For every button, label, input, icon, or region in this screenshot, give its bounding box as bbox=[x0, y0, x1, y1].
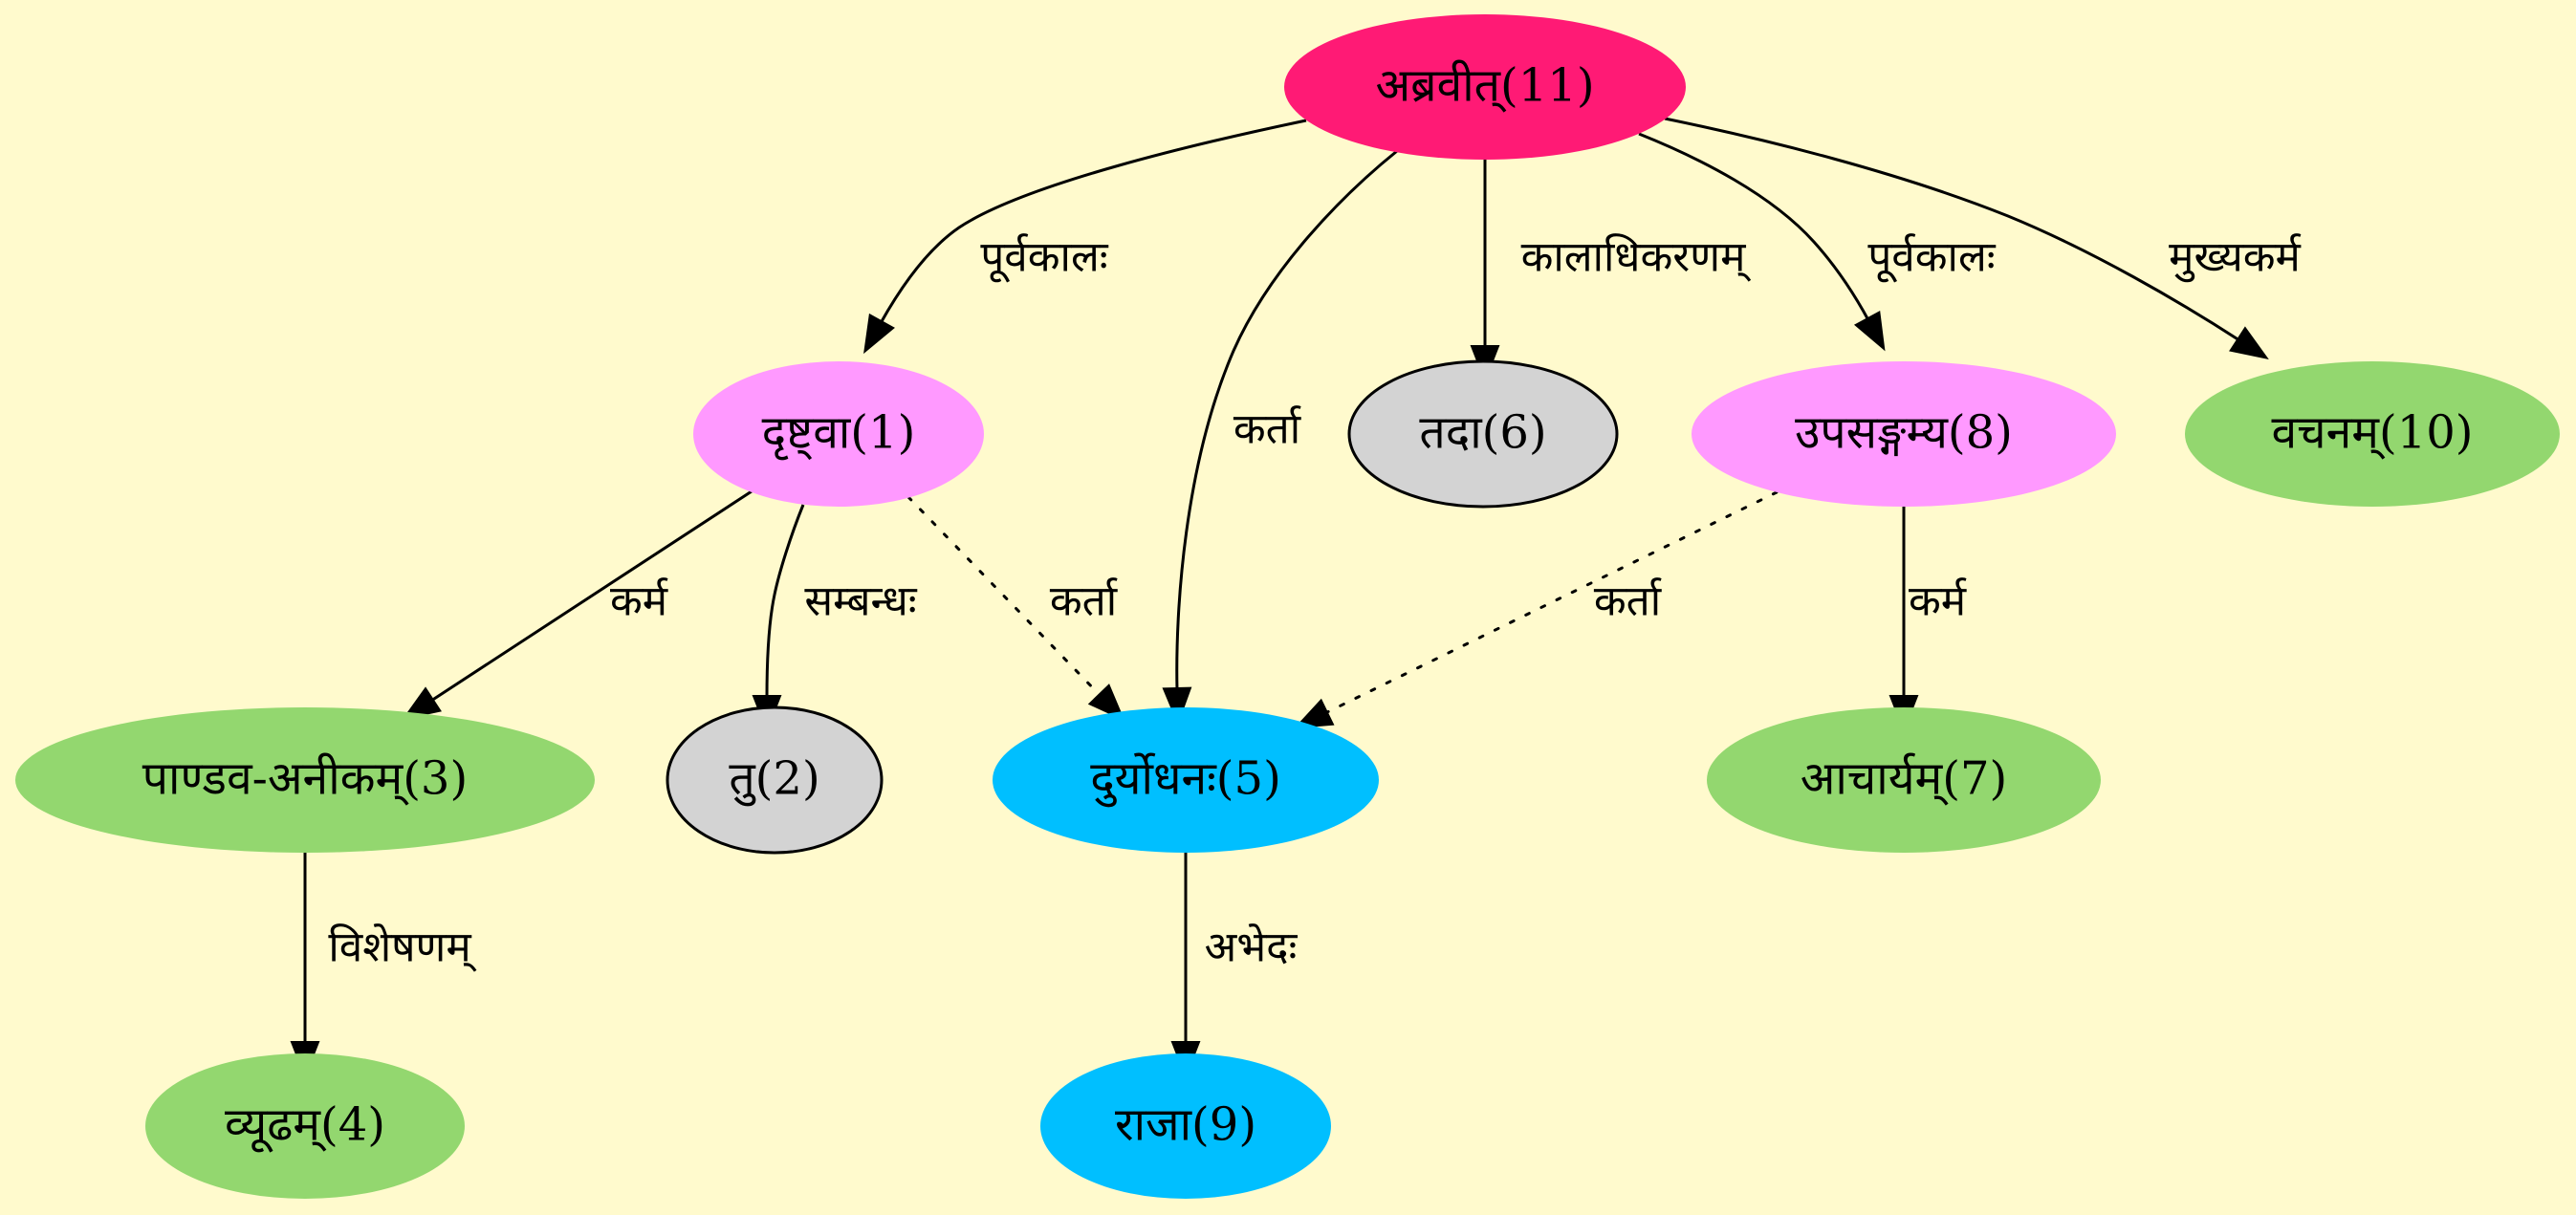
node-label: उपसङ्गम्य(8) bbox=[1795, 406, 2013, 460]
edge-e11-5: कर्ता bbox=[1162, 149, 1398, 726]
node-label: दृष्ट्वा(1) bbox=[762, 406, 916, 461]
node-label: राजा(9) bbox=[1115, 1098, 1256, 1152]
edge-e11-1: पूर्वकालः bbox=[863, 119, 1307, 355]
arrowhead bbox=[2229, 326, 2269, 360]
edge-line bbox=[765, 504, 805, 699]
node-ellipse bbox=[145, 1053, 465, 1199]
edge-label: सम्बन्धः bbox=[804, 577, 917, 626]
edge-line bbox=[879, 119, 1307, 324]
node-ellipse bbox=[1284, 14, 1686, 160]
node-n4: व्यूढम्(4) bbox=[145, 1053, 465, 1199]
node-ellipse bbox=[693, 361, 984, 507]
node-ellipse bbox=[1707, 707, 2101, 853]
edge-label: कालाधिकरणम् bbox=[1521, 233, 1752, 283]
edge-e5-9: अभेदः bbox=[1170, 853, 1299, 1079]
node-n9: राजा(9) bbox=[1040, 1053, 1331, 1199]
nodes-layer: अब्रवीत्(11) दृष्ट्वा(1) तदा(6) उपसङ्गम्य(8… bbox=[15, 14, 2560, 1199]
arrowhead bbox=[1853, 310, 1886, 352]
node-n5: दुर्योधनः(5) bbox=[993, 707, 1379, 853]
node-ellipse bbox=[2185, 361, 2560, 507]
edge-line bbox=[430, 489, 753, 703]
edge-line bbox=[906, 495, 1102, 698]
node-n6: तदा(6) bbox=[1347, 359, 1619, 509]
node-label: दुर्योधनः(5) bbox=[1090, 752, 1281, 808]
edge-label: मुख्यकर्म bbox=[2169, 233, 2302, 283]
node-ellipse bbox=[15, 707, 595, 853]
edge-e11-10: मुख्यकर्म bbox=[1664, 117, 2302, 360]
arrowhead bbox=[1087, 683, 1125, 722]
node-label: वचनम्(10) bbox=[2271, 406, 2473, 461]
node-n2: तु(2) bbox=[666, 705, 884, 855]
edge-e8-7: कर्म bbox=[1888, 507, 1967, 733]
node-label: पाण्डव-अनीकम्(3) bbox=[142, 752, 468, 807]
node-n1: दृष्ट्वा(1) bbox=[693, 361, 984, 507]
edge-label: कर्ता bbox=[1050, 577, 1119, 626]
node-ellipse bbox=[1347, 359, 1619, 509]
edge-e11-8: पूर्वकालः bbox=[1638, 132, 1997, 352]
edge-label: कर्ता bbox=[1233, 405, 1302, 454]
edge-label: पूर्वकालः bbox=[1867, 233, 1996, 284]
node-n8: उपसङ्गम्य(8) bbox=[1692, 361, 2116, 507]
node-label: अब्रवीत्(11) bbox=[1375, 59, 1594, 114]
edge-label: विशेषणम् bbox=[328, 923, 476, 973]
edge-label: अभेदः bbox=[1205, 923, 1299, 972]
edge-line bbox=[1664, 117, 2240, 342]
node-n3: पाण्डव-अनीकम्(3) bbox=[15, 707, 595, 853]
arrowhead bbox=[863, 313, 895, 355]
edge-label: कर्ता bbox=[1594, 577, 1663, 626]
node-label: तदा(6) bbox=[1419, 406, 1546, 460]
node-n7: आचार्यम्(7) bbox=[1707, 707, 2101, 853]
edge-label: पूर्वकालः bbox=[980, 233, 1108, 284]
edge-e1-5: कर्ता bbox=[906, 495, 1125, 722]
node-label: आचार्यम्(7) bbox=[1801, 752, 2008, 807]
edge-label: कर्म bbox=[1909, 577, 1967, 626]
node-ellipse bbox=[993, 707, 1379, 853]
edge-line bbox=[1175, 149, 1398, 691]
node-label: तु(2) bbox=[729, 752, 819, 807]
arrowhead bbox=[1162, 686, 1192, 726]
edge-e8-5: कर्ता bbox=[1293, 490, 1779, 729]
node-ellipse bbox=[1040, 1053, 1331, 1199]
node-label: व्यूढम्(4) bbox=[225, 1098, 385, 1154]
node-n11: अब्रवीत्(11) bbox=[1284, 14, 1686, 160]
node-ellipse bbox=[666, 705, 884, 855]
arrowhead bbox=[1293, 698, 1335, 729]
edge-line bbox=[1638, 132, 1870, 321]
node-ellipse bbox=[1692, 361, 2116, 507]
edge-label: कर्म bbox=[610, 577, 668, 626]
node-n10: वचनम्(10) bbox=[2185, 361, 2560, 507]
